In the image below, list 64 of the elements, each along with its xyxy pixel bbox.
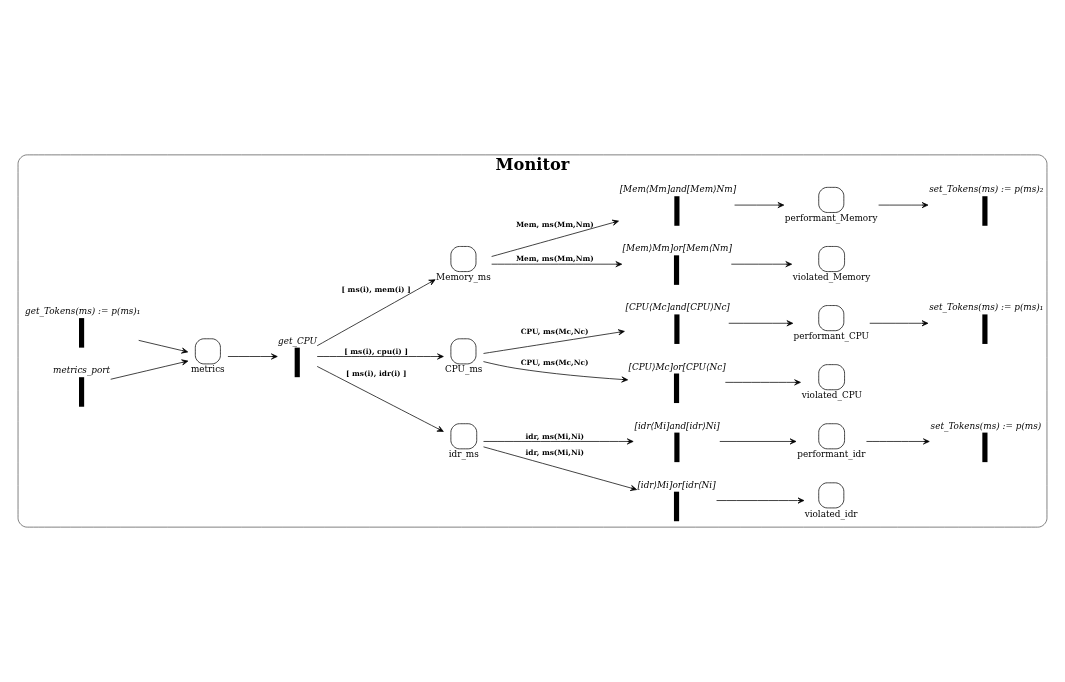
node-label: [CPU⟨Mc]and[CPU⟩Nc] — [625, 302, 730, 313]
node-label: Memory_ms — [436, 272, 491, 283]
node-box — [674, 432, 680, 463]
node-label: violated_Memory — [792, 272, 871, 283]
node-label: [Mem⟨Mm]and[Mem⟩Nm] — [619, 184, 737, 195]
node-label: CPU_ms — [444, 364, 483, 375]
node-label: violated_CPU — [801, 390, 862, 401]
node-label: get_CPU — [278, 335, 318, 346]
arrow — [110, 359, 189, 380]
node-label: set_Tokens(ms) := p(ms)₂ — [929, 184, 1044, 195]
node-label: [Mem⟩Mm]or[Mem⟨Nm] — [622, 243, 732, 254]
arrow — [878, 202, 929, 209]
arrow — [728, 320, 794, 327]
node-label: metrics — [190, 364, 225, 375]
node-label: performant_Memory — [784, 213, 878, 224]
node-label: [idr⟨Mi]and[idr⟩Ni] — [634, 420, 720, 431]
arrow — [491, 261, 623, 268]
node-box — [673, 491, 680, 522]
arrow — [227, 353, 278, 360]
arrow — [734, 202, 785, 209]
node-box — [982, 314, 988, 344]
node-box — [674, 196, 680, 226]
edge-label: CPU, ms(Mc,Nc) — [520, 327, 589, 337]
node-label: idr_ms — [448, 449, 479, 460]
node-box — [294, 347, 300, 378]
arrow — [316, 366, 444, 432]
arrow — [716, 497, 805, 504]
edge-label: Mem, ms(Mm,Nm) — [515, 219, 594, 229]
node-box — [79, 377, 85, 407]
node-label: performant_CPU — [793, 331, 870, 342]
arrow — [719, 438, 797, 445]
node-label: set_Tokens(ms) := p(ms)₁ — [929, 302, 1044, 313]
node-box — [673, 255, 680, 285]
edge-label: CPU, ms(Mc,Nc) — [520, 358, 589, 368]
arrow — [316, 279, 436, 347]
arrow — [483, 329, 625, 354]
node-box — [982, 432, 988, 463]
arrow — [724, 379, 801, 386]
node-label: performant_idr — [797, 449, 866, 460]
arrow — [316, 353, 444, 360]
arrow — [138, 340, 189, 354]
node-label: metrics_port — [53, 365, 111, 376]
node-box — [982, 196, 988, 226]
node-label: [CPU⟩Mc]or[CPU⟨Nc] — [628, 361, 726, 372]
arrow — [491, 219, 619, 257]
node-label: violated_idr — [804, 508, 858, 519]
node-label: get_Tokens(ms) := p(ms)₁ — [25, 306, 141, 317]
edge-label: [ ms(i), cpu(i) ] — [344, 346, 408, 356]
arrow — [869, 320, 929, 327]
node-label: set_Tokens(ms) := p(ms) — [930, 420, 1042, 431]
node-box — [673, 373, 680, 404]
edge-label: [ ms(i), mem(i) ] — [341, 284, 411, 294]
arrow — [483, 438, 634, 445]
arrow — [866, 438, 930, 445]
edge-label: idr, ms(Mi,Ni) — [525, 431, 584, 441]
edge-label: idr, ms(Mi,Ni) — [525, 447, 584, 457]
arrow — [483, 446, 637, 491]
node-box — [674, 314, 680, 344]
arrow — [730, 261, 793, 268]
edge-label: [ ms(i), idr(i) ] — [345, 369, 407, 379]
arrow — [483, 361, 628, 383]
edge-label: Mem, ms(Mm,Nm) — [515, 254, 594, 264]
node-box — [79, 318, 85, 348]
node-label: [idr⟩Mi]or[idr⟨Ni] — [637, 479, 716, 490]
